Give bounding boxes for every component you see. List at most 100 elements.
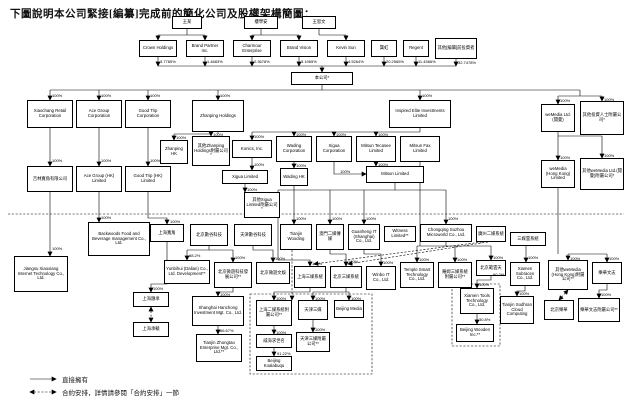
node-tianjin-shugu: 天津數谷科技: [234, 224, 272, 246]
node-beijing-shugu: 北京數谷科技: [190, 224, 228, 246]
ownership-label: 100%: [254, 134, 265, 139]
ownership-label: 100%: [340, 169, 351, 174]
ownership-label: 11.4566%: [418, 59, 436, 64]
ownership-label: 100%: [52, 158, 63, 163]
ownership-line: [147, 192, 170, 225]
node-mitsun-fax: Mitsun Fax Limited: [400, 136, 440, 162]
node-beijing-media: Beijing Media: [334, 300, 364, 318]
ownership-label: 100%: [235, 255, 246, 260]
ownership-label: 30.8%: [479, 317, 491, 322]
ownership-label: 100%: [296, 132, 307, 137]
node-crown-holdings: Crown Holdings: [139, 40, 177, 57]
node-ace-group-corp: Ace Group Corporation: [76, 100, 122, 128]
node-wemedia-cayman: weMedia Ltd. (開曼): [541, 104, 575, 132]
ownership-label: 100%: [254, 162, 265, 167]
contract-arrangement-line: [347, 241, 489, 266]
node-temple-smart: Temple Smart Technology Co., Ltd.: [400, 262, 434, 288]
node-xiaochang-retail: Xiaochang Retail Corporation: [27, 100, 73, 128]
node-konics: Konics, Inc.: [232, 140, 272, 158]
node-tianjin-sanmei-subs: 天津三媒附屬公司**: [296, 332, 330, 352]
ownership-label: 100%: [528, 255, 539, 260]
node-other-investor-subs: 其他投資人士附屬公司*: [580, 101, 624, 135]
ownership-label: 100%: [351, 296, 362, 301]
node-lehua-wenzhi: 樂華文志: [592, 262, 622, 284]
legend-direct-ownership: 直接擁有: [62, 377, 88, 384]
ownership-label: 20.2565%: [386, 59, 405, 64]
ownership-label: 100%: [220, 292, 231, 297]
node-shanghai-sanmei: 上海三媒系統: [294, 266, 326, 288]
ownership-label: 100%: [213, 132, 224, 137]
node-zhanping-hk: Zhanping HK: [160, 140, 188, 164]
ownership-label: 100%: [276, 296, 287, 301]
ownership-label: 100%: [419, 257, 430, 262]
node-other-wemedia-cayman-subs: 其他weMedia Ltd.(開曼)附屬公司*: [580, 158, 624, 190]
node-wading-corp: Wading Corporation: [276, 136, 312, 162]
node-person-1: 王某: [172, 16, 202, 29]
node-xiamen-tools: Xiamen Tools Technology Co., Ltd.: [460, 288, 494, 314]
contract-arrangement-line: [558, 289, 569, 301]
node-xigua-corp: Xigua Corporation: [316, 136, 352, 162]
ownership-line: [329, 250, 349, 267]
ownership-line: [333, 162, 367, 177]
node-person-2: 樓學安: [244, 16, 278, 29]
ownership-label: 100%: [493, 255, 504, 260]
ownership-label: 100%: [52, 93, 63, 98]
ownership-line: [363, 250, 384, 267]
ownership-label: 100%: [52, 246, 63, 251]
ownership-label: 100%: [604, 97, 615, 102]
ownership-label: 32.7478%: [458, 60, 477, 65]
ownership-line: [215, 288, 234, 297]
node-luomu-sanmei-subs: 羅姆三媒系統附屬公司**: [438, 262, 472, 288]
node-inspired-elite: Inspired Elite Investments Limited: [389, 100, 451, 128]
ownership-label: 100%: [315, 327, 326, 332]
ownership-label: 3.1965%: [301, 59, 317, 64]
ownership-label: 100%: [601, 292, 612, 297]
node-ace-group-hk: Ace Group (HK) Limited: [76, 166, 122, 192]
node-brand-partner: Brand Partner Inc.: [186, 40, 224, 57]
contract-arrangement-line: [313, 241, 483, 266]
node-chongqing-microworld: Chongqing Suzhou Microworld Co., Ltd.: [420, 224, 472, 242]
node-other-zhanping-subs: 其他Zhanping Holdings附屬公司*: [192, 136, 230, 166]
ownership-label: 100%: [312, 261, 323, 266]
ownership-label: 100%: [150, 93, 161, 98]
ownership-label: 100%: [604, 153, 615, 158]
dashed-group-outline: [249, 293, 373, 375]
node-person-3: 王思文: [302, 16, 336, 29]
ownership-label: 100%: [296, 216, 307, 221]
node-shanghai-ermei-subs: 上海二媒系統附屬公司**: [256, 300, 292, 326]
node-mitsun-tecasee: Mitsun Tecasee Limited: [356, 136, 396, 162]
node-other-pre-investors: 其他[編纂]前投資者: [435, 38, 477, 59]
node-mitsun-limited: Mitsun Limited: [366, 166, 424, 183]
node-gong-hong: 龔虹: [371, 40, 397, 57]
node-beijing-fanyuntian: 北京範雲天: [476, 260, 506, 276]
node-regent: Regent: [403, 40, 429, 57]
legend-contractual-arrangements: 合約安排，詳情請參閱「合約安排」一節: [62, 390, 179, 397]
ownership-label: 100%: [560, 98, 571, 103]
node-backwoods-food: Backwoods Food and Beverage management C…: [88, 222, 150, 256]
ownership-label: 100%: [315, 296, 326, 301]
node-other-wemedia-hk-subs: 其他weMedia (Hong Kong)附屬公司**: [548, 260, 588, 290]
node-wading-hk: Wading HK: [280, 168, 308, 186]
ownership-label: 1.4683%: [207, 59, 223, 64]
ownership-label: 100%: [457, 257, 468, 262]
node-charmour-enterprise: Charmour Enterprise: [233, 40, 271, 57]
node-yunbihui-dalian: Yunbihui (Dalian) Co., Ltd. Development*…: [164, 260, 210, 284]
ownership-label: 4.5264%: [348, 59, 364, 64]
ownership-label: 100%: [170, 219, 181, 224]
ownership-label: 60.2%: [493, 272, 505, 277]
ownership-label: 100%: [609, 256, 620, 261]
ownership-label: 2.3678%: [254, 59, 270, 64]
ownership-label: 91.22%: [277, 351, 291, 356]
node-zhanping-holdings: Zhanping Holdings: [192, 100, 244, 132]
ownership-label: 66.67%: [220, 328, 234, 333]
ownership-line: [277, 190, 313, 267]
ownership-label: 88.2%: [189, 253, 201, 258]
node-kevin-sun: Kevin Sun: [327, 40, 365, 57]
ownership-label: 100%: [383, 260, 394, 265]
node-shanghai-chengyuan: 上海承轅: [133, 322, 169, 337]
node-other-xigua-subs: 其他Xigua Limited附屬公司*: [244, 192, 280, 218]
ownership-label: 100%: [220, 93, 231, 98]
ownership-label: 100%: [247, 187, 258, 192]
